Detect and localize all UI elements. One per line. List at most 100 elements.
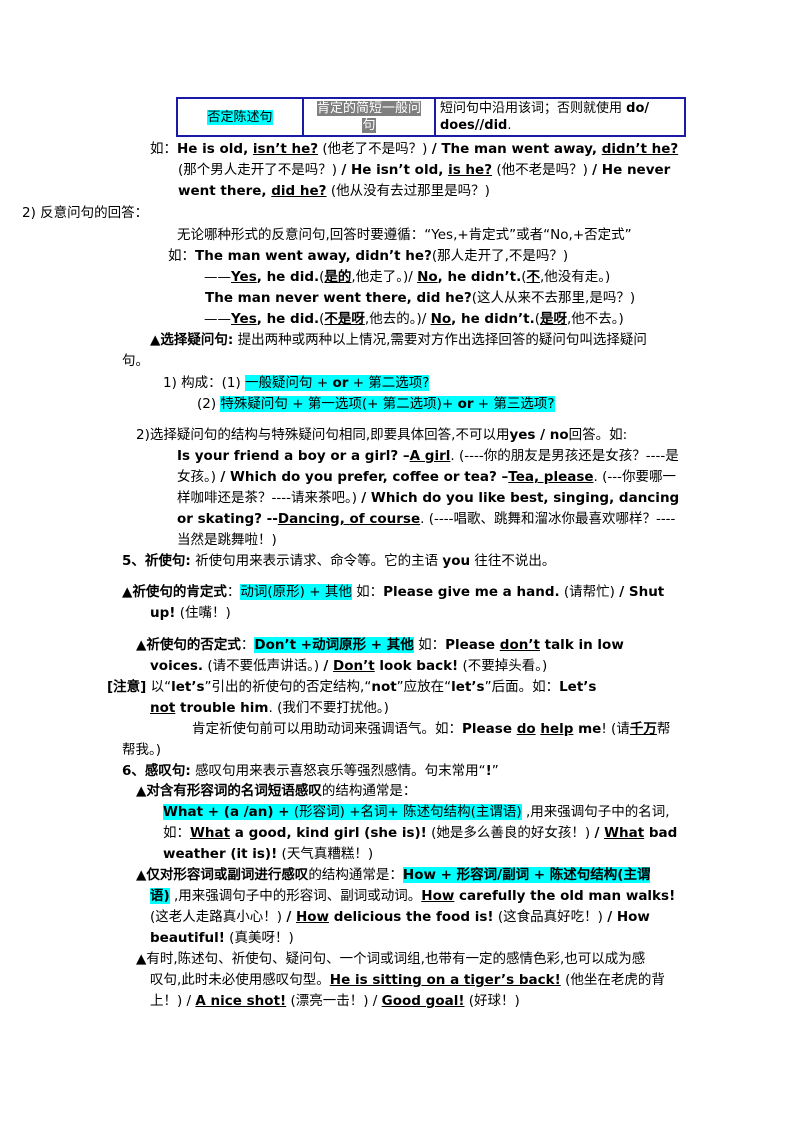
text-line: Is your friend a boy or a girl? –A girl.… (177, 446, 679, 466)
text-segment: 6、感叹句: (122, 763, 191, 779)
text-segment: do (516, 721, 536, 737)
text-segment: you (442, 553, 471, 569)
text-line: or skating? --Dancing, of course. (----唱… (177, 509, 675, 529)
highlight: 特殊疑问句 + 第一选项(+ 第二选项)+ or + 第三选项? (220, 396, 555, 412)
text-line: 样咖啡还是茶？----请来茶吧。) / Which do you like be… (177, 488, 679, 508)
text-segment: . (----唱歌、跳舞和溜冰你最喜欢哪样？---- (420, 511, 676, 527)
text-segment: ： (240, 637, 255, 653)
text-line: 上！) / A nice shot! (漂亮一击！) / Good goal! … (150, 991, 520, 1011)
text-segment: ( (521, 269, 527, 285)
text-segment: (那个男人走开了不是吗？) (178, 162, 342, 178)
text-line: The man never went there, did he?(这人从来不去… (205, 288, 635, 308)
text-segment: (请不要低声讲话。) (203, 658, 324, 674)
text-line: (这老人走路真小心！) / How delicious the food is!… (150, 907, 650, 927)
text-segment: 帮 (656, 721, 671, 737)
text-segment: ( (319, 269, 325, 285)
question-table: 否定陈述句 肯定的简短一般问句 短问句中沿用该词；否则就使用 do/does//… (176, 97, 686, 137)
text-segment: 语) (150, 888, 170, 904)
cell-text: . (507, 118, 512, 133)
text-line: [注意] 以“let’s”引出的祈使句的否定结构,“not”应放在“let’s”… (107, 677, 596, 697)
text-segment: beautiful! (150, 930, 225, 946)
text-segment: Don’t +动词原形 + 其他 (254, 637, 414, 653)
text-segment: bad (644, 825, 678, 841)
text-segment: ▲祈使句的否定式 (136, 637, 241, 653)
text-segment: 1) 构成：(1) (163, 375, 246, 391)
text-line: 2)选择疑问句的结构与特殊疑问句相同,即要具体回答,不可以用yes / no回答… (136, 425, 627, 445)
text-segment: No (430, 311, 452, 327)
text-segment: Is your friend a boy or a girl? – (177, 448, 410, 464)
text-segment: is he? (448, 162, 493, 178)
text-line: weather (it is)! (天气真糟糕！) (163, 844, 373, 864)
text-segment: / How (607, 909, 650, 925)
text-line: 叹句,此时未必使用感叹句型。He is sitting on a tiger’s… (150, 970, 665, 990)
text-segment: ! (请 (601, 721, 630, 737)
text-segment: / Which do you like best, singing, danci… (361, 490, 680, 506)
text-segment: + 第三选项? (473, 396, 555, 412)
text-segment: 不 (526, 269, 541, 285)
text-segment: (天气真糟糕！) (277, 846, 374, 862)
text-segment: He is sitting on a tiger’s back! (329, 972, 561, 988)
text-segment: 女孩。) (177, 469, 221, 485)
text-segment: 样咖啡还是茶？----请来茶吧。) (177, 490, 362, 506)
text-segment: up! (150, 605, 176, 621)
text-segment: Please (462, 721, 517, 737)
text-segment: 肯定祈使句前可以用助动词来强调语气。如： (192, 721, 462, 737)
table-cell-short-question: 肯定的简短一般问句 (302, 97, 436, 137)
text-segment: —— (204, 311, 231, 327)
text-segment: ,他去的。)/ (364, 311, 431, 327)
text-segment: Dancing, of course (277, 511, 421, 527)
text-line: 帮我。) (122, 742, 162, 758)
text-line: not trouble him. (我们不要打扰他。) (150, 698, 389, 718)
text-line: What + (a /an) + (形容词) +名词+ 陈述句结构(主谓语) ,… (163, 802, 670, 822)
text-segment: (好球！) (464, 993, 520, 1009)
text-segment: 5、祈使句: (122, 553, 191, 569)
text-segment: ” (491, 763, 499, 779)
text-line: 如：What a good, kind girl (she is)! (她是多么… (163, 823, 677, 843)
text-line: ▲仅对形容词或副词进行感叹的结构通常是：How + 形容词/副词 + 陈述句结构… (136, 865, 651, 885)
text-segment: Good goal! (381, 993, 465, 1009)
text-segment: / He isn’t old, (341, 162, 449, 178)
text-segment: ,他不去。) (567, 311, 624, 327)
text-segment: 如： (351, 584, 384, 600)
text-segment: 如： (168, 248, 195, 264)
text-segment: ,他没有走。) (540, 269, 611, 285)
text-line: (那个男人走开了不是吗？) / He isn’t old, is he? (他不… (178, 160, 670, 180)
text-segment: (这食品真好吃！) (493, 909, 608, 925)
text-segment: He is old, (177, 141, 253, 157)
text-line: beautiful! (真美呀！) (150, 928, 294, 948)
text-segment: 一般疑问句 + (245, 375, 333, 391)
text-line: ▲选择疑问句: 提出两种或两种以上情况,需要对方作出选择回答的疑问句叫选择疑问 (150, 330, 647, 350)
text-line: 5、祈使句: 祈使句用来表示请求、命令等。它的主语 you 往往不说出。 (122, 551, 555, 571)
text-segment: 千万 (629, 721, 657, 737)
text-segment: / The man went away, (431, 141, 602, 157)
text-segment: isn’t he? (252, 141, 319, 157)
text-line: 1) 构成：(1) 一般疑问句 + or + 第二选项? (163, 373, 430, 393)
text-segment: 不是呀 (324, 311, 365, 327)
text-line: 如：He is old, isn’t he? (他老了不是吗？) / The m… (150, 139, 678, 159)
text-segment: (这老人走路真小心！) (150, 909, 287, 925)
text-segment: 特殊疑问句 + 第一选项(+ 第二选项)+ (220, 396, 458, 412)
text-segment: ! (485, 763, 492, 779)
text-segment: 回答。如: (568, 427, 628, 443)
text-segment: (这人从来不去那里,是吗？) (471, 290, 636, 306)
text-segment: ▲选择疑问句: (150, 332, 234, 348)
text-segment: ▲祈使句的肯定式 (122, 584, 227, 600)
text-line: (2) 特殊疑问句 + 第一选项(+ 第二选项)+ or + 第三选项? (197, 394, 555, 414)
text-segment: 动词(原形) + 其他 (240, 584, 352, 600)
text-segment: did he? (271, 183, 327, 199)
text-segment: (那人走开了,不是吗？) (431, 248, 569, 264)
section-heading: 2) 反意问句的回答： (22, 205, 149, 221)
text-segment: ,用来强调句子中的名词, (521, 804, 670, 820)
text-segment: (住嘴！) (175, 605, 231, 621)
text-segment: 是呀 (540, 311, 567, 327)
text-segment: ”应放在“ (396, 679, 452, 695)
cell-text: 句 (362, 118, 376, 133)
text-segment: How (421, 888, 455, 904)
text-segment: / Shut (619, 584, 665, 600)
text-segment: The man never went there, did he? (205, 290, 472, 306)
text-line: 语) ,用来强调句子中的形容词、副词或动词。How carefully the … (150, 886, 675, 906)
text-segment: ： (226, 584, 241, 600)
text-segment: , he didn’t. (437, 269, 522, 285)
text-line: ▲有时,陈述句、祈使句、疑问句、一个词或词组,也带有一定的感情色彩,也可以成为感 (136, 951, 646, 967)
text-segment: 2)选择疑问句的结构与特殊疑问句相同,即要具体回答,不可以用 (136, 427, 510, 443)
